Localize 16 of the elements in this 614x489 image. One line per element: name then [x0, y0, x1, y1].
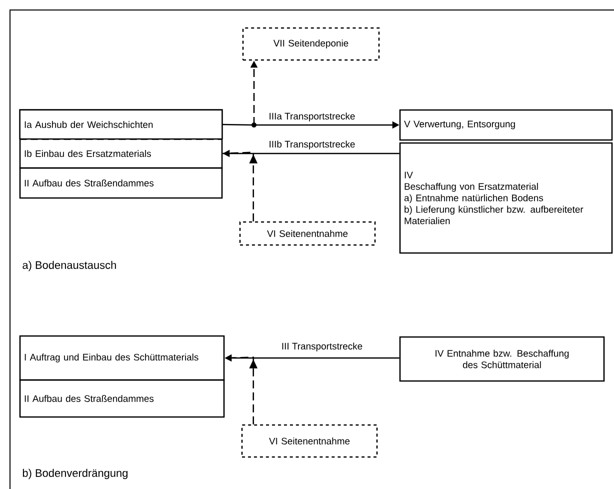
process-box: IV Entnahme bzw. Beschaffung des Schüttmaterial — [399, 336, 605, 382]
edge-label: IIIb Transportstrecke — [270, 140, 355, 150]
process-box: II Aufbau des Straßendammes — [19, 167, 223, 199]
dashed-box: VI Seitenentnahme — [241, 424, 378, 458]
process-box: Ib Einbau des Ersatzmaterials — [19, 138, 223, 169]
process-box: II Aufbau des Straßendammes — [19, 379, 225, 418]
process-box: I Auftrag und Einbau des Schüttmaterials — [19, 335, 225, 381]
process-box: V Verwertung, Entsorgung — [399, 109, 613, 141]
dashed-box: VII Seitendeponie — [242, 27, 380, 61]
process-box: IV Beschaffung von Ersatzmaterial a) Entnahme natürlichen Bodens b) Lieferung künstlicher bzw. aufbereiteter Materialien — [399, 142, 613, 254]
edge-label: III Transportstrecke — [282, 342, 362, 352]
caption: a) Bodenaustausch — [22, 260, 116, 272]
caption: b) Bodenverdrängung — [22, 468, 128, 480]
dashed-box: VI Seitenentnahme — [239, 221, 376, 246]
edge-label: IIIa Transportstrecke — [270, 112, 355, 122]
process-box: Ia Aushub der Weichschichten — [19, 109, 223, 140]
